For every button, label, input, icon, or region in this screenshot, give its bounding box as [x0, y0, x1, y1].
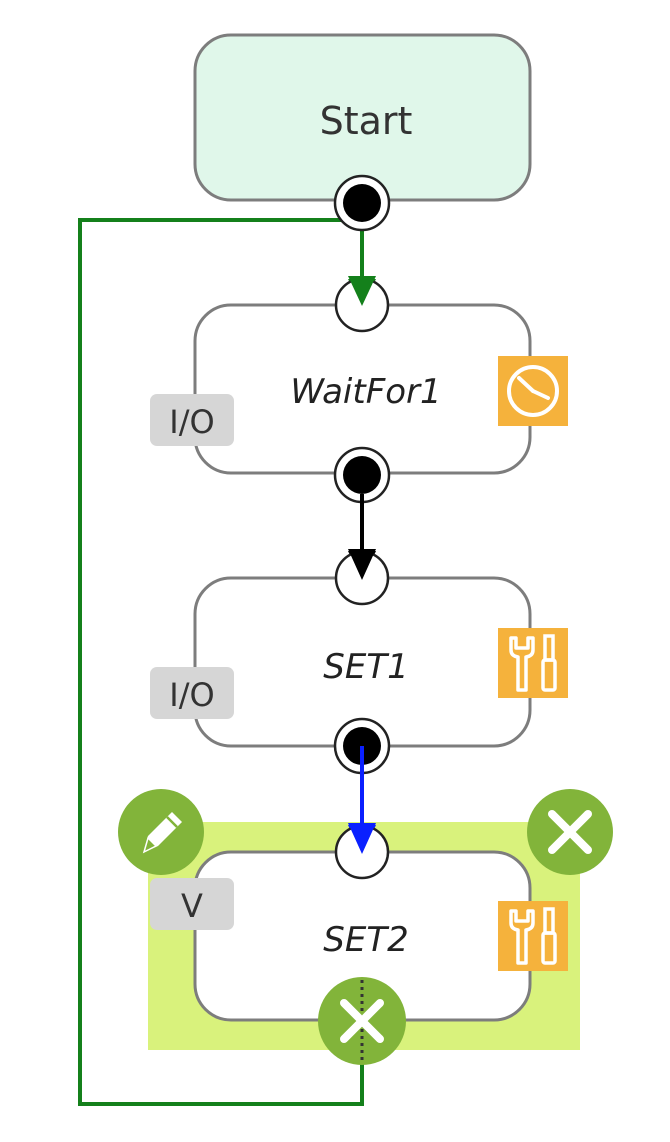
- close-icon: [340, 999, 384, 1043]
- node-set2-label: SET2: [323, 920, 408, 960]
- start-output-port[interactable]: [333, 174, 391, 232]
- wrench-screwdriver-icon: [498, 628, 568, 698]
- close-icon: [548, 810, 592, 854]
- edge-start-to-waitfor1-arrowhead: [348, 276, 376, 306]
- disconnect-output-button[interactable]: [318, 977, 406, 1065]
- node-waitfor1-label: WaitFor1: [290, 372, 441, 412]
- node-set1-badge: I/O: [150, 667, 234, 719]
- node-waitfor1-badge: I/O: [150, 394, 234, 446]
- pencil-icon: [142, 812, 182, 854]
- clock-icon: [498, 356, 568, 426]
- edge-set2-to-start[interactable]: [78, 218, 364, 1106]
- node-start[interactable]: Start: [193, 33, 532, 202]
- node-waitfor1-badge-text: I/O: [169, 403, 214, 441]
- node-start-label: Start: [320, 99, 413, 143]
- node-set1[interactable]: SET1 I/O: [150, 576, 568, 748]
- waitfor1-output-port[interactable]: [333, 446, 391, 504]
- edge-set1-to-set2-arrowhead: [348, 823, 376, 854]
- node-set1-label: SET1: [323, 647, 408, 687]
- node-set2-badge: V: [150, 878, 234, 930]
- node-set1-badge-text: I/O: [169, 676, 214, 714]
- node-set2-badge-text: V: [181, 887, 203, 925]
- edit-node-button[interactable]: [118, 789, 204, 875]
- delete-node-button[interactable]: [527, 789, 613, 875]
- edge-waitfor1-to-set1-arrowhead: [348, 549, 376, 580]
- wrench-screwdriver-icon: [498, 901, 568, 971]
